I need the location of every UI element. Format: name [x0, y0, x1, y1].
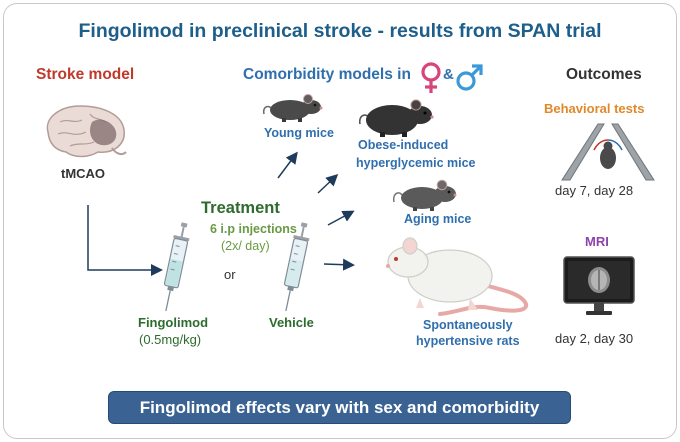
figure-title: Fingolimod in preclinical stroke - resul… [78, 20, 602, 42]
obese-mice-label-line1: Obese-induced [358, 138, 449, 152]
hypertensive-rats-label-line2: hypertensive rats [416, 334, 520, 348]
stroke-model-heading: Stroke model [36, 66, 135, 83]
brain-icon [46, 105, 127, 158]
sex-symbols: & [421, 62, 483, 93]
frequency-label: (2x/ day) [221, 239, 270, 253]
obese-mice-label-line2: hyperglycemic mice [356, 156, 476, 170]
hypertensive-rats-label-line1: Spontaneously [423, 318, 513, 332]
pole-test-icon [561, 123, 655, 181]
vehicle-syringe-icon [283, 222, 310, 312]
arrow-to-hypertensive-rats [323, 258, 355, 271]
injections-label: 6 i.p injections [210, 222, 297, 236]
arrow-to-obese-mice [317, 173, 339, 194]
vehicle-label: Vehicle [269, 315, 314, 330]
aging-mice-label: Aging mice [404, 212, 472, 226]
male-symbol-icon [456, 64, 483, 91]
figure-frame [3, 3, 677, 439]
outcomes-heading: Outcomes [566, 66, 642, 83]
behavioral-tests-days: day 7, day 28 [555, 183, 634, 198]
conclusion-text: Fingolimod effects vary with sex and com… [139, 397, 540, 417]
fingolimod-dose: (0.5mg/kg) [139, 332, 202, 347]
mri-monitor-icon [563, 256, 635, 315]
or-label: or [224, 267, 236, 282]
conclusion-banner: Fingolimod effects vary with sex and com… [108, 391, 571, 424]
young-mouse-icon [262, 94, 323, 122]
comorbidity-heading-text: Comorbidity models in [243, 66, 411, 83]
arrow-to-young-mice [277, 151, 298, 179]
treatment-heading: Treatment [201, 199, 280, 217]
behavioral-tests-heading: Behavioral tests [544, 101, 645, 116]
fingolimod-label: Fingolimod [138, 315, 209, 330]
arrow-to-aging-mice [327, 210, 355, 226]
rat-icon [386, 237, 529, 316]
stroke-to-treatment-arrow [87, 205, 163, 276]
mri-days: day 2, day 30 [555, 331, 634, 346]
comorbidity-heading: Comorbidity models in [243, 66, 411, 84]
female-symbol-icon [421, 62, 441, 93]
young-mice-label: Young mice [264, 126, 334, 140]
tmcao-label: tMCAO [61, 166, 106, 181]
fingolimod-syringe-icon [163, 222, 190, 312]
aging-mouse-icon [392, 179, 457, 211]
obese-mouse-icon [358, 99, 434, 137]
mri-heading: MRI [585, 234, 609, 249]
sex-connector: & [443, 66, 454, 83]
